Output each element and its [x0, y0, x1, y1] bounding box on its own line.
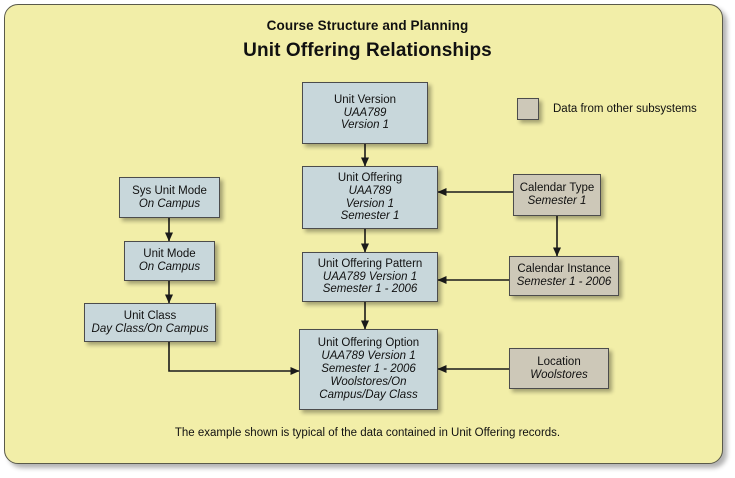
- external-data-swatch: [517, 98, 539, 120]
- node-value-0: UAA789: [348, 184, 392, 197]
- node-unit-offering-pattern[interactable]: Unit Offering Pattern UAA789 Version 1 S…: [302, 252, 438, 302]
- node-title: Calendar Instance: [517, 263, 611, 276]
- node-title: Calendar Type: [519, 182, 595, 195]
- node-value-1: Version 1: [340, 119, 390, 132]
- node-value-1: Semester 1 - 2006: [321, 363, 416, 376]
- node-unit-mode[interactable]: Unit Mode On Campus: [124, 241, 215, 281]
- node-value-0: Semester 1: [527, 195, 587, 207]
- node-value-0: On Campus: [138, 261, 201, 273]
- legend: Data from other subsystems: [517, 98, 697, 120]
- node-value-0: UAA789 Version 1: [321, 350, 416, 363]
- node-value-0: UAA789: [343, 106, 387, 119]
- node-value-2: Woolstores/On: [330, 375, 407, 388]
- node-title: Unit Class: [123, 309, 177, 322]
- legend-label: Data from other subsystems: [553, 103, 697, 115]
- node-value-0: Day Class/On Campus: [91, 322, 209, 335]
- node-unit-class[interactable]: Unit Class Day Class/On Campus: [84, 303, 216, 342]
- node-title: Unit Offering: [337, 171, 403, 184]
- node-value-0: Semester 1 - 2006: [516, 276, 612, 288]
- node-value-0: Woolstores: [530, 368, 588, 381]
- node-calendar-instance[interactable]: Calendar Instance Semester 1 - 2006: [509, 256, 619, 296]
- node-sys-unit-mode[interactable]: Sys Unit Mode On Campus: [119, 177, 220, 218]
- node-title: Unit Offering Pattern: [317, 257, 423, 270]
- node-title: Sys Unit Mode: [132, 184, 207, 197]
- node-title: Unit Version: [333, 93, 396, 106]
- node-value-1: Semester 1 - 2006: [322, 283, 418, 296]
- footnote: The example shown is typical of the data…: [174, 427, 561, 439]
- node-value-3: Campus/Day Class: [319, 388, 418, 401]
- node-location[interactable]: Location Woolstores: [509, 348, 609, 389]
- node-value-0: UAA789 Version 1: [322, 270, 418, 283]
- node-unit-offering[interactable]: Unit Offering UAA789 Version 1 Semester …: [302, 166, 438, 229]
- node-value-2: Semester 1: [340, 210, 400, 223]
- node-title: Unit Offering Option: [317, 337, 420, 350]
- page-title: Unit Offering Relationships: [243, 40, 492, 61]
- node-calendar-type[interactable]: Calendar Type Semester 1: [513, 174, 601, 216]
- node-unit-offering-option[interactable]: Unit Offering Option UAA789 Version 1 Se…: [299, 329, 438, 410]
- node-title: Unit Mode: [143, 248, 196, 261]
- node-value-0: On Campus: [138, 197, 201, 210]
- node-unit-version[interactable]: Unit Version UAA789 Version 1: [302, 82, 428, 144]
- node-title: Location: [537, 355, 581, 368]
- page-subtitle: Course Structure and Planning: [266, 18, 469, 33]
- node-value-1: Version 1: [345, 197, 395, 210]
